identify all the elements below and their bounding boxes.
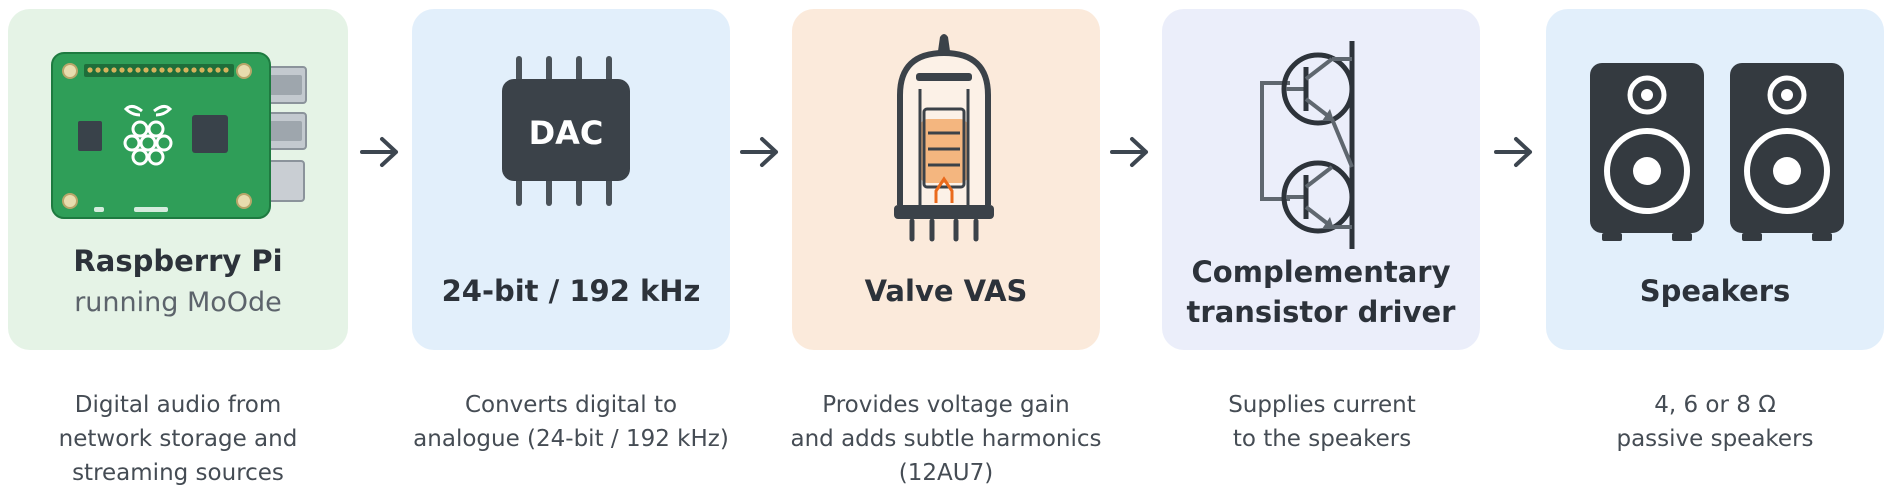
arrow-right-icon: [1494, 137, 1532, 167]
stage-description-dac: Converts digital to analogue (24-bit / 1…: [413, 392, 729, 452]
stage-title: Raspberry Pi: [73, 244, 283, 278]
stage-card-transistor-driver: Complementary transistor driver: [1162, 9, 1480, 350]
transistor-pair-icon: [1260, 41, 1355, 249]
stage-card-valve-vas: Valve VAS: [792, 9, 1100, 350]
stage-card-speakers: Speakers: [1546, 9, 1884, 350]
arrow-right-icon: [1110, 137, 1148, 167]
stage-title: Speakers: [1639, 274, 1791, 308]
stage-description-valve-vas: Provides voltage gain and adds subtle ha…: [790, 392, 1102, 486]
stage-card-dac: DAC 24-bit / 192 kHz: [412, 9, 730, 350]
stage-description-speakers: 4, 6 or 8 Ω passive speakers: [1616, 392, 1814, 452]
stage-subtitle: running MoOde: [74, 287, 282, 318]
raspberry-pi-board-icon: [51, 52, 307, 219]
stage-card-raspberry-pi: Raspberry Pi running MoOde: [8, 9, 348, 350]
stage-title: Valve VAS: [864, 274, 1028, 308]
arrow-right-icon: [740, 137, 778, 167]
arrow-right-icon: [360, 137, 398, 167]
vacuum-tube-icon: [894, 34, 994, 242]
stage-description-transistor-driver: Supplies current to the speakers: [1228, 392, 1416, 452]
dac-chip-label: DAC: [529, 114, 604, 152]
stage-title: 24-bit / 192 kHz: [441, 274, 701, 308]
dac-chip-icon: DAC: [502, 56, 630, 206]
stage-description-raspberry-pi: Digital audio from network storage and s…: [58, 392, 298, 486]
stage-title: Complementary transistor driver: [1186, 255, 1456, 329]
speakers-icon: [1590, 63, 1844, 241]
